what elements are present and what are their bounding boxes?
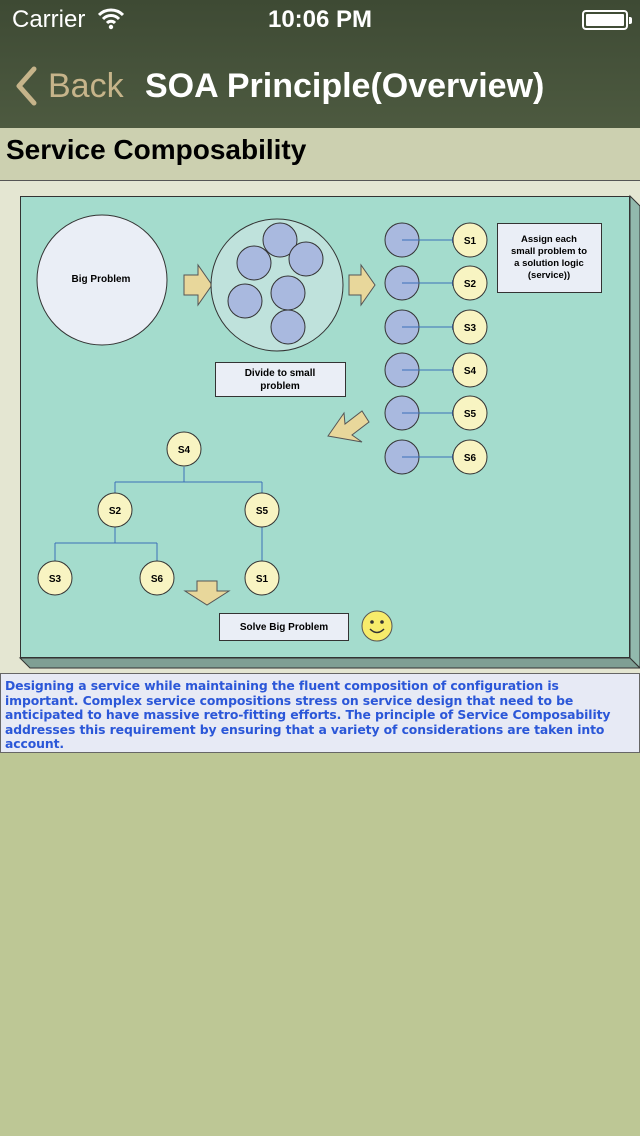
svg-text:S1: S1 bbox=[464, 236, 477, 247]
description-panel: Designing a service while maintaining th… bbox=[0, 673, 640, 753]
svg-text:S1: S1 bbox=[256, 574, 269, 585]
svg-text:Solve Big Problem: Solve Big Problem bbox=[240, 622, 328, 633]
svg-text:S6: S6 bbox=[464, 453, 477, 464]
service-column: S1 S2 S3 S4 S5 S6 bbox=[384, 222, 488, 475]
svg-text:S5: S5 bbox=[464, 409, 477, 420]
battery-icon bbox=[582, 10, 632, 30]
svg-text:S6: S6 bbox=[151, 574, 164, 585]
svg-text:a solution logic: a solution logic bbox=[514, 258, 584, 269]
chevron-left-icon bbox=[16, 66, 37, 106]
diagram-image: Big Problem Divide to small problem S1 bbox=[0, 181, 640, 674]
status-bar: Carrier 10:06 PM bbox=[0, 0, 640, 40]
divide-label-line2: problem bbox=[260, 381, 300, 392]
divide-label-line1: Divide to small bbox=[245, 368, 316, 379]
svg-text:Assign each: Assign each bbox=[521, 234, 577, 245]
wifi-icon bbox=[97, 8, 125, 35]
back-label: Back bbox=[48, 66, 124, 105]
svg-text:S2: S2 bbox=[109, 506, 122, 517]
svg-text:S4: S4 bbox=[464, 366, 477, 377]
svg-text:small problem to: small problem to bbox=[511, 246, 587, 257]
arrow-down-left-icon bbox=[327, 410, 370, 443]
section-title: Service Composability bbox=[6, 134, 307, 165]
clock: 10:06 PM bbox=[267, 6, 373, 33]
arrow-down-icon bbox=[183, 580, 231, 606]
arrow-right-icon bbox=[183, 263, 213, 307]
arrow-right-icon bbox=[348, 263, 376, 307]
svg-text:S2: S2 bbox=[464, 279, 477, 290]
section-header: Service Composability bbox=[0, 128, 640, 182]
svg-text:S4: S4 bbox=[178, 445, 191, 456]
page-title: SOA Principle(Overview) bbox=[145, 67, 545, 105]
top-bar: Carrier 10:06 PM Back SOA Principle(Over… bbox=[0, 0, 640, 128]
back-button[interactable]: Back bbox=[14, 64, 124, 108]
big-problem-label: Big Problem bbox=[72, 274, 131, 285]
description-text: Designing a service while maintaining th… bbox=[5, 678, 611, 751]
svg-text:S3: S3 bbox=[464, 323, 477, 334]
svg-text:S3: S3 bbox=[49, 574, 62, 585]
svg-text:S5: S5 bbox=[256, 506, 269, 517]
svg-text:(service)): (service)) bbox=[528, 270, 570, 281]
carrier-label: Carrier bbox=[12, 6, 86, 33]
smiley-icon bbox=[361, 610, 393, 642]
navigation-bar: Back SOA Principle(Overview) bbox=[0, 40, 640, 128]
